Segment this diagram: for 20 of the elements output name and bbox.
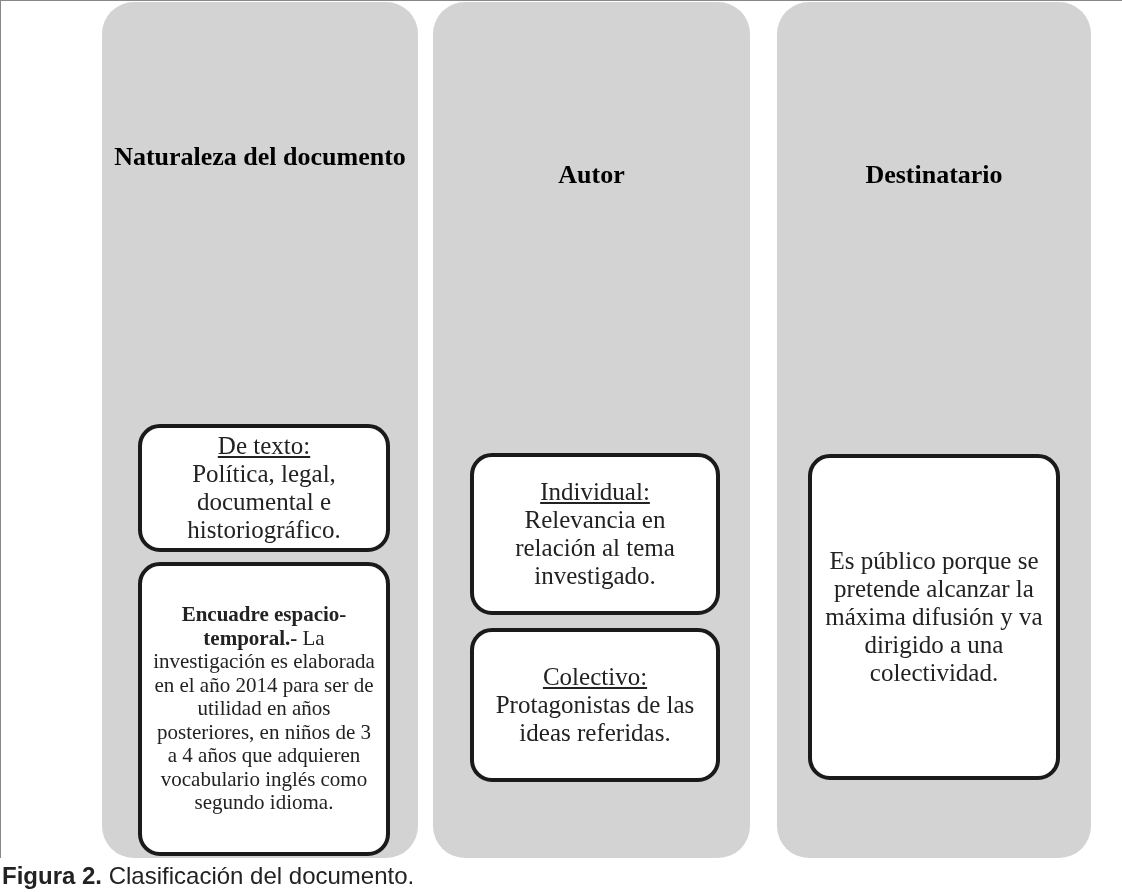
column-heading: Destinatario <box>864 160 1004 190</box>
text-box <box>808 454 1060 780</box>
column-panel <box>777 2 1091 858</box>
box-heading: Individual: <box>540 478 650 506</box>
box-heading: Colectivo: <box>542 663 648 691</box>
box-text: Encuadre espacio-temporal.- La investigación es elaborada en el año 2014 para ser de utilidad en años posteriores, en niños de 3 a 4 años que adquieren vocabulario inglés como segundo idioma. <box>152 603 376 815</box>
box-heading: De texto: <box>217 432 311 460</box>
column-panel <box>102 2 418 858</box>
text-box <box>138 562 390 856</box>
column-panel <box>433 2 750 858</box>
box-text: Relevancia en relación al tema investigado. <box>514 506 676 590</box>
box-text: Política, legal, documental e historiográfico. <box>186 460 342 544</box>
box-text: Protagonistas de las ideas referidas. <box>494 691 696 747</box>
box-text: Es público porque se pretende alcanzar la máxima difusión y va dirigido a una colectividad. <box>824 547 1044 687</box>
column-heading: Naturaleza del documento <box>113 142 407 172</box>
column-heading: Autor <box>557 160 626 190</box>
figure-caption: Figura 2. Clasificación del documento. <box>2 862 415 890</box>
text-box <box>470 628 720 782</box>
text-box <box>138 424 390 552</box>
text-box <box>470 453 720 615</box>
